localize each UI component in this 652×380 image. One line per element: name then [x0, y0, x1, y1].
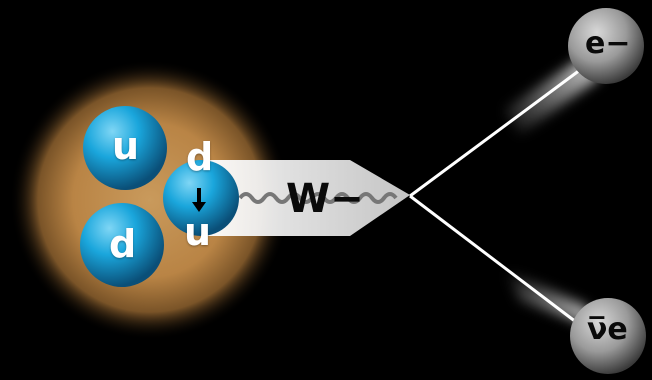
- electron-trail-glow: [505, 55, 600, 135]
- w-boson-label: W−: [286, 176, 364, 222]
- antineutrino-label: ν̅e: [587, 312, 628, 347]
- conversion-arrow-icon: [192, 188, 206, 212]
- converting-quark-to-label: u: [184, 210, 212, 254]
- up-quark-sphere: [83, 106, 167, 190]
- down-quark-label: d: [109, 222, 137, 266]
- w-boson-wave: [238, 192, 398, 204]
- w-boson-beam: [205, 160, 410, 236]
- electron-sphere: [568, 8, 644, 84]
- antineutrino-trail-glow: [505, 270, 600, 330]
- down-quark-sphere: [80, 203, 164, 287]
- up-quark-label: u: [112, 124, 140, 168]
- electron-label: e−: [585, 26, 631, 61]
- nucleon-glow: [10, 60, 290, 340]
- antineutrino-sphere: [570, 298, 646, 374]
- converting-quark-from-label: d: [186, 135, 214, 179]
